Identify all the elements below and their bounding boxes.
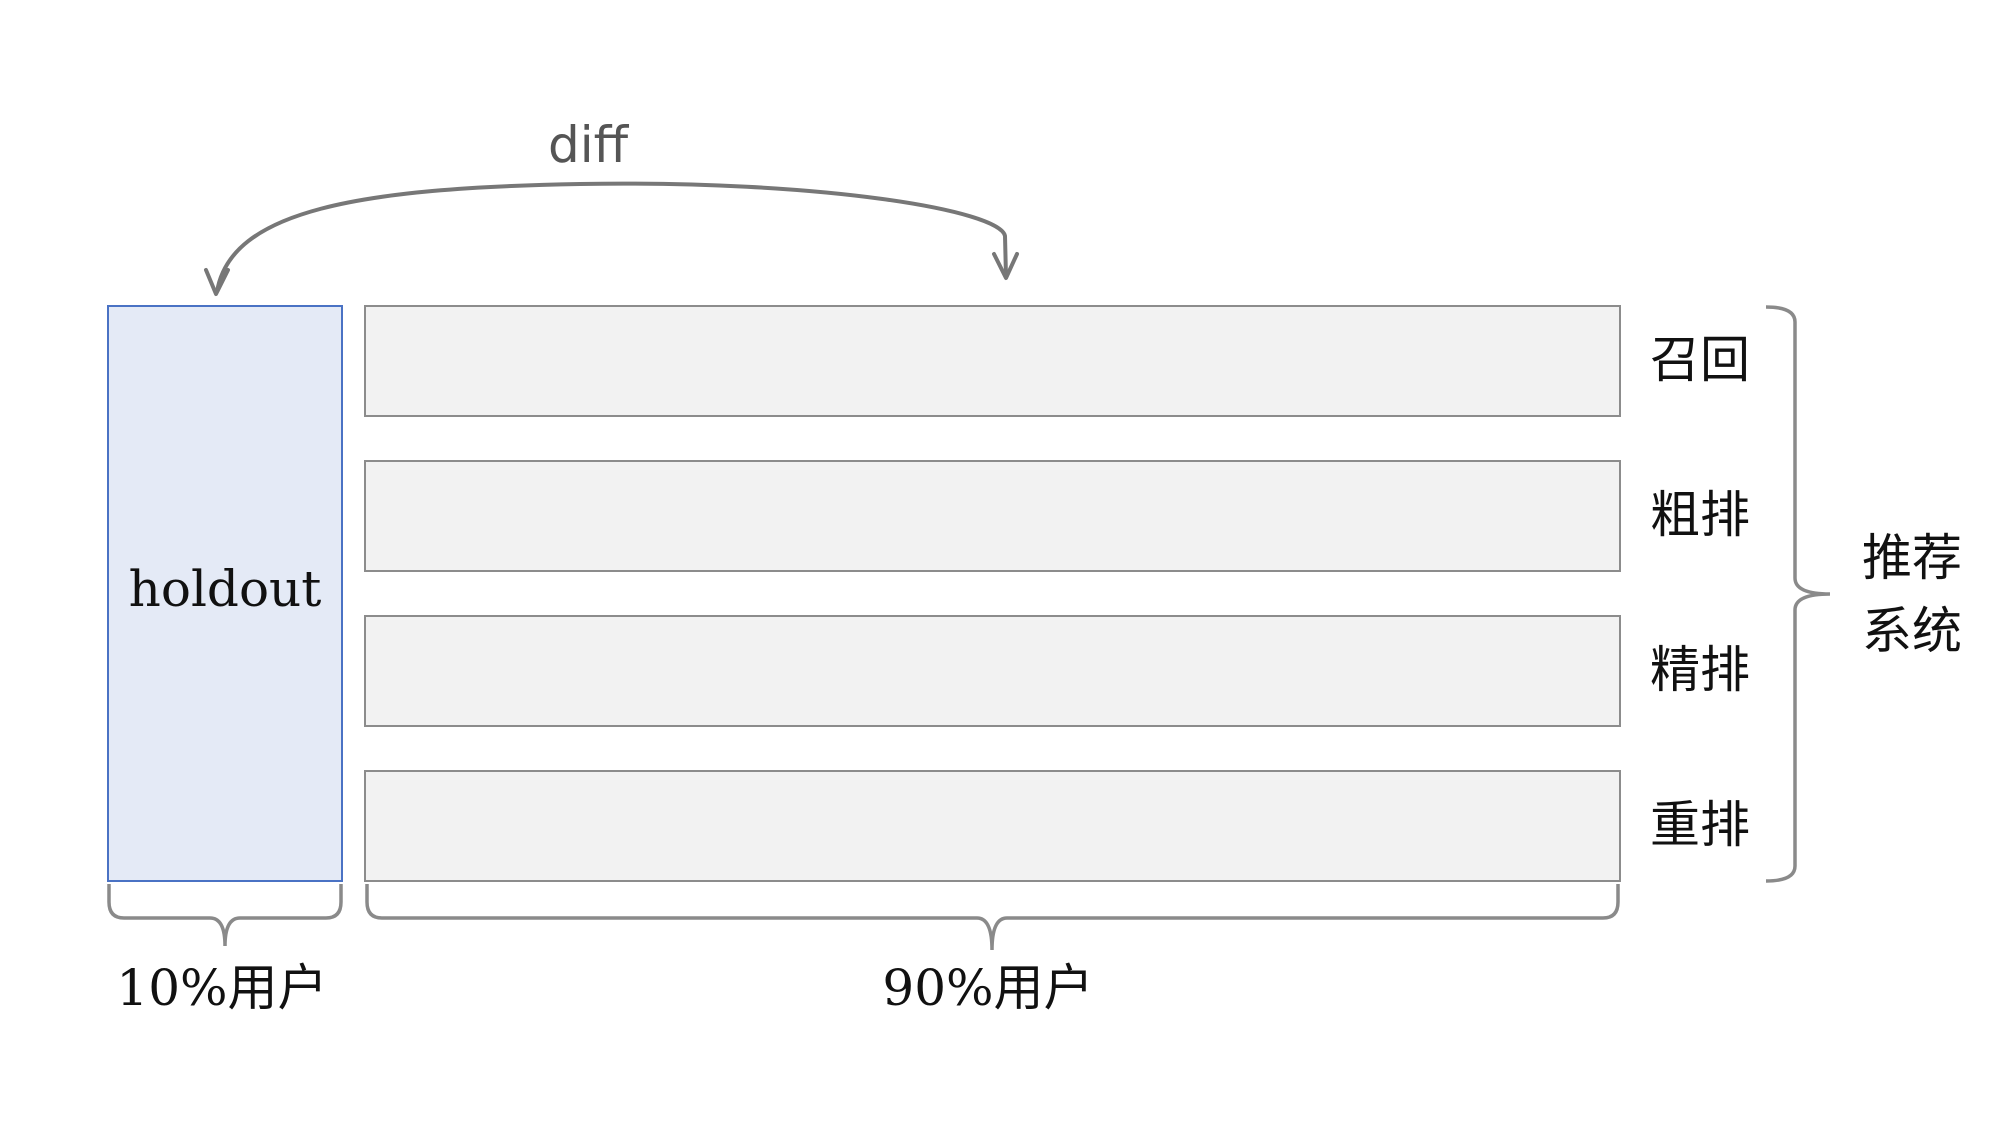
diff-label: diff bbox=[548, 116, 630, 174]
holdout-share-label: 10%用户 bbox=[116, 959, 327, 1017]
main-share-brace bbox=[365, 884, 1620, 951]
stage-bar-recall bbox=[364, 305, 1621, 417]
system-label-line2: 系统 bbox=[1862, 602, 1962, 660]
holdout-share-brace bbox=[107, 884, 343, 947]
stage-label-recall: 召回 bbox=[1650, 331, 1750, 389]
stage-bar-fine-rank bbox=[364, 615, 1621, 727]
diff-arrowhead-left bbox=[204, 268, 230, 296]
system-label-line1: 推荐 bbox=[1862, 529, 1962, 587]
system-brace bbox=[1765, 305, 1831, 883]
diff-arrow bbox=[215, 181, 1008, 293]
main-share-label: 90%用户 bbox=[882, 959, 1093, 1017]
holdout-label: holdout bbox=[129, 560, 322, 618]
stage-label-rerank: 重排 bbox=[1650, 796, 1750, 854]
stage-bar-coarse-rank bbox=[364, 460, 1621, 572]
stage-label-coarse-rank: 粗排 bbox=[1650, 486, 1750, 544]
diff-arrowhead-right bbox=[992, 252, 1019, 280]
stage-label-fine-rank: 精排 bbox=[1650, 641, 1750, 699]
stage-bar-rerank bbox=[364, 770, 1621, 882]
holdout-block bbox=[107, 305, 343, 882]
